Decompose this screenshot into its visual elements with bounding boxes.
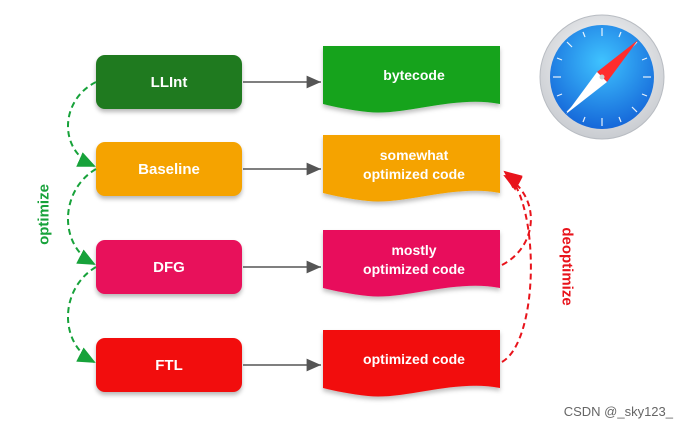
output-somewhat-line1: somewhat bbox=[380, 147, 449, 163]
tier-dfg: DFG bbox=[96, 240, 242, 294]
output-doc-mostly-optimized bbox=[323, 230, 500, 297]
output-mostly-line2: optimized code bbox=[363, 261, 465, 277]
optimize-arrow-baseline-dfg bbox=[67, 168, 97, 265]
safari-compass-icon bbox=[539, 14, 665, 140]
output-bytecode-text: bytecode bbox=[383, 67, 445, 83]
deoptimize-arrow-dfg-baseline bbox=[501, 175, 532, 266]
optimize-arrow-llint-baseline bbox=[67, 81, 97, 167]
output-optimized-text: optimized code bbox=[363, 351, 465, 367]
tier-baseline-label: Baseline bbox=[138, 160, 200, 178]
output-mostly-line1: mostly bbox=[391, 242, 436, 258]
output-doc-optimized bbox=[323, 330, 500, 397]
deoptimize-label: deoptimize bbox=[558, 227, 576, 306]
tier-baseline: Baseline bbox=[96, 142, 242, 196]
tier-ftl: FTL bbox=[96, 338, 242, 392]
watermark: CSDN @_sky123_ bbox=[563, 404, 673, 419]
tier-ftl-label: FTL bbox=[155, 356, 183, 374]
deoptimize-arrow-ftl-baseline bbox=[501, 170, 532, 363]
tier-llint: LLInt bbox=[96, 55, 242, 109]
output-doc-somewhat-optimized bbox=[323, 135, 500, 202]
tier-dfg-label: DFG bbox=[153, 258, 185, 276]
output-somewhat-line2: optimized code bbox=[363, 166, 465, 182]
optimize-label: optimize bbox=[35, 184, 53, 245]
optimize-arrow-dfg-ftl bbox=[67, 266, 97, 363]
output-doc-bytecode bbox=[323, 46, 500, 113]
tier-llint-label: LLInt bbox=[150, 73, 188, 91]
